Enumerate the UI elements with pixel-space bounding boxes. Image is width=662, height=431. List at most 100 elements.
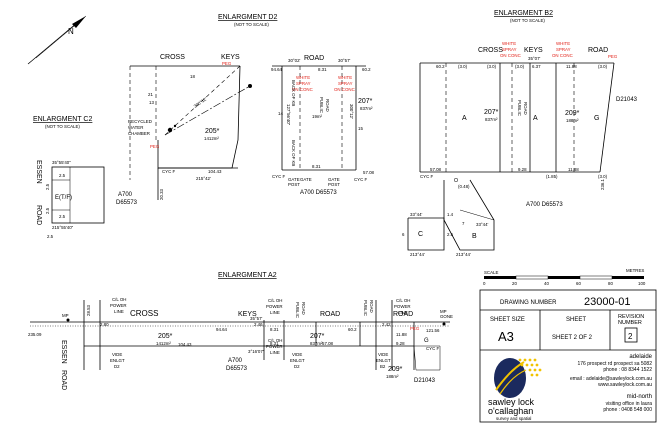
svg-text:VIDE: VIDE	[292, 352, 302, 357]
a2-lot-207-m2: 837m²	[310, 341, 323, 346]
svg-text:LINE: LINE	[270, 350, 280, 355]
office-email: email : adelaide@sawleylock.com.au	[570, 376, 652, 382]
svg-text:D2: D2	[114, 364, 120, 369]
dim-8-31: 8.31	[318, 67, 327, 72]
b2-public-label: PUBLIC	[517, 100, 522, 116]
a2-dim-235-09: 235.09	[28, 332, 42, 337]
a2-lot-207-area: 207*	[310, 333, 325, 340]
road-label-road: ROAD	[304, 55, 324, 62]
svg-text:C/L OH: C/L OH	[112, 297, 126, 302]
b2-peg: PEG	[608, 54, 618, 59]
c2-essen: ESSEN	[35, 160, 42, 184]
dim-15: 15	[358, 126, 363, 131]
svg-text:ON CONC: ON CONC	[292, 87, 313, 92]
a2-road2: ROAD	[393, 311, 413, 318]
bearing-300-b: 300°12'	[349, 104, 354, 119]
b2-dim-3-0c: (3.0)	[515, 64, 525, 69]
a2-lot-205-m2: 1412m²	[156, 341, 171, 346]
revision-label-1: REVISION	[618, 314, 644, 320]
c2-e-tf: E(T/F)	[55, 195, 72, 201]
svg-text:POWER: POWER	[394, 304, 411, 309]
svg-text:LINE: LINE	[270, 310, 280, 315]
a2-vide-enlgt-d2: VIDE ENLGT D2	[110, 352, 125, 369]
c2-road: ROAD	[35, 205, 42, 225]
b2-lot-g: G	[594, 115, 599, 122]
a2-peg: PEG	[410, 326, 420, 331]
b2-lot-207-m2: 837m²	[485, 117, 498, 122]
b2-road-cross: CROSS	[478, 47, 503, 54]
b2-bearing-213-44-b: 213°44'	[456, 252, 471, 257]
a2-dim-60-2: 60.2	[348, 327, 357, 332]
b2-dim-11-88b: 11.88	[568, 167, 579, 172]
svg-text:ENLGT: ENLGT	[376, 358, 391, 363]
svg-text:SPRAY: SPRAY	[556, 47, 571, 52]
dim-94-64: 94.64	[271, 67, 283, 72]
b2-bearing-33-44: 33°44'	[410, 212, 423, 217]
b2-dim-0-48: (0.48)	[458, 184, 470, 189]
revision-number: 2	[628, 332, 633, 341]
a2-essen: ESSEN	[60, 340, 67, 364]
b2-lot-209-area: 209*	[565, 110, 580, 117]
b2-dim-7: 7	[462, 221, 465, 226]
b2-lot-209-m2: 188m²	[566, 118, 579, 123]
a2-dim-9-28: 9.28	[396, 341, 405, 346]
dim-21: 21	[148, 92, 153, 97]
b2-white-spray-2: WHITE SPRAY ON CONC	[552, 41, 573, 58]
svg-text:ENLGT: ENLGT	[110, 358, 125, 363]
company-name-1: sawley lock	[488, 397, 535, 407]
a2-dim-11-88: 11.88	[396, 332, 407, 337]
svg-text:POST: POST	[328, 182, 340, 187]
dim-14: 14	[278, 111, 283, 116]
a2-cb-oh-3: C/L OH POWER LINE	[266, 338, 283, 355]
dim-20-33: 20.33	[159, 188, 164, 200]
svg-text:VIDE: VIDE	[112, 352, 122, 357]
white-spray-label-1: WHITE SPRAY ON CONC	[292, 75, 313, 92]
svg-text:WHITE: WHITE	[338, 75, 352, 80]
svg-text:ON CONC: ON CONC	[334, 87, 355, 92]
b2-a700: A700 D65573	[526, 202, 563, 208]
a2-dim-94-64: 94.64	[216, 327, 228, 332]
svg-text:C/L OH: C/L OH	[268, 338, 282, 343]
svg-text:SPRAY: SPRAY	[338, 81, 353, 86]
a2-dim-8-31: 8.31	[270, 327, 279, 332]
b2-dim-60-2: 60.2	[436, 64, 445, 69]
enlargement-b2-title: ENLARGMENT B2	[494, 10, 553, 17]
company-name-2: o'callaghan	[488, 406, 533, 416]
public-label: PUBLIC	[319, 97, 324, 113]
a2-lot-209-area: 209*	[388, 366, 403, 373]
road-label-keys: KEYS	[221, 54, 240, 61]
enlargement-c2: ENLARGMENT C2 (NOT TO SCALE) ESSEN ROAD …	[33, 116, 138, 239]
sheet-label: SHEET	[566, 317, 586, 323]
lot-207-m2: 837m²	[360, 106, 373, 111]
scale-tick-100: 100	[638, 281, 646, 286]
svg-text:VIDE: VIDE	[378, 352, 388, 357]
b2-dim-9-28: 9.28	[518, 167, 527, 172]
svg-text:B2: B2	[380, 364, 386, 369]
white-spray-label-2: WHITE SPRAY ON CONC	[334, 75, 355, 92]
office-phone-2: phone : 0408 548 000	[603, 407, 652, 413]
b2-bearing-213-44: 213°44'	[410, 252, 425, 257]
svg-text:WHITE: WHITE	[556, 41, 570, 46]
a2-vide-enlgt-d2b: VIDE ENLGT D2	[290, 352, 305, 369]
svg-text:PUBLIC: PUBLIC	[363, 300, 368, 316]
scale-tick-0: 0	[483, 281, 486, 286]
a2-cyc-f: CYC F	[426, 346, 439, 351]
dim-57-08: 57.08	[363, 170, 375, 175]
gate-post-2: GATE POST	[328, 177, 340, 187]
peg-label-2: PEG	[150, 144, 160, 149]
b2-dim-1-4: 1.4	[447, 212, 454, 217]
b2-road-keys: KEYS	[524, 47, 543, 54]
drawing-number-label: DRAWING NUMBER	[500, 300, 557, 306]
company-logo	[494, 358, 542, 398]
a2-dim-8-31b: 8.31	[270, 341, 279, 346]
north-arrow-icon: N	[27, 15, 87, 65]
b2-lot-a2: A	[533, 115, 538, 122]
office-mid-north: mid-north	[627, 394, 652, 400]
sheet-value: SHEET 2 OF 2	[552, 335, 593, 341]
a2-dim-2-80: 2.80	[100, 322, 109, 327]
c2-bearing-35: 35°55'40"	[52, 160, 71, 165]
b2-lot-c: C	[418, 231, 423, 238]
bearing-127: 127°56'40"	[286, 104, 291, 126]
dim-60-2: 60.2	[362, 67, 371, 72]
c2-dim-2-5: 2.5	[59, 173, 66, 178]
